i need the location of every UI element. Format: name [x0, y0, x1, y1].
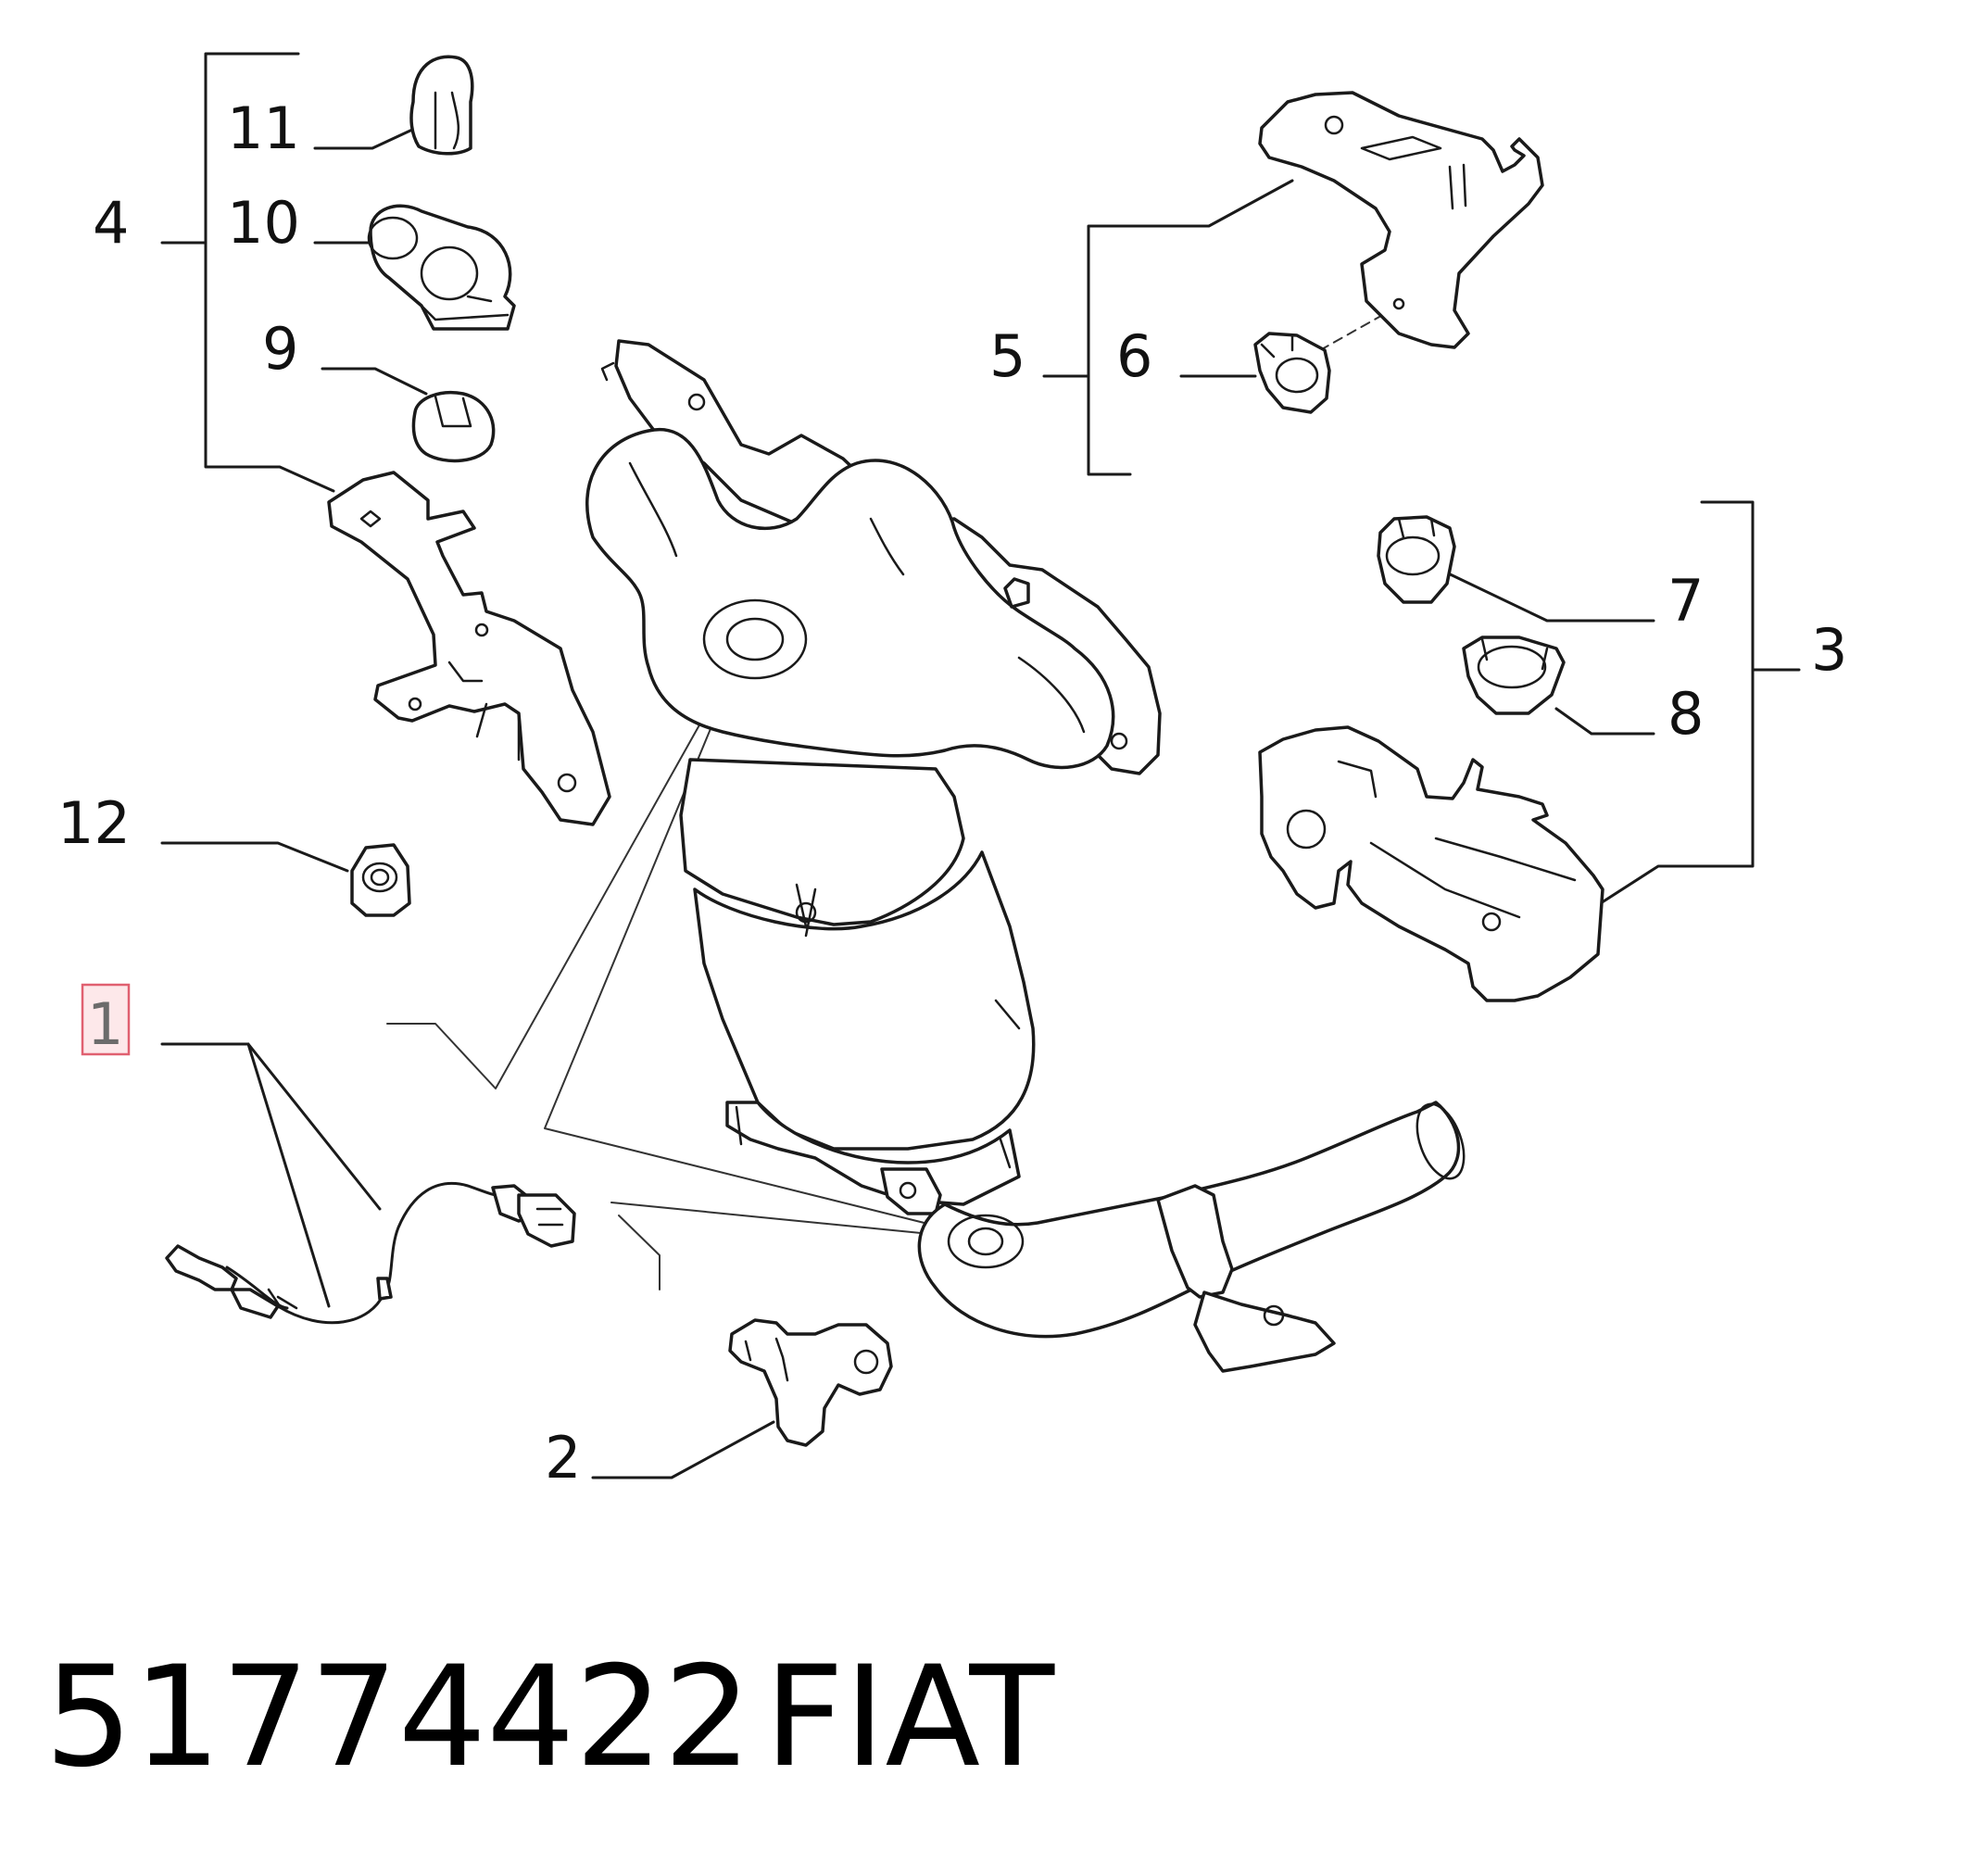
- part-9-clip: [411, 391, 496, 463]
- part-10-clamp: [367, 204, 516, 331]
- leader-1b: [246, 1042, 382, 1211]
- exhaust-manifold-catalyst: [585, 339, 1466, 1373]
- part-4-bracket: [327, 471, 611, 826]
- sensor-pointer-d: [618, 1215, 661, 1290]
- callout-3[interactable]: 3: [1811, 616, 1847, 684]
- part-1-lambda-sensor: [165, 1181, 576, 1325]
- part-2-bracket: [728, 1318, 893, 1447]
- part-5-bracket: [1258, 91, 1544, 349]
- callout-7[interactable]: 7: [1667, 567, 1704, 635]
- bracket-group-3: [1592, 500, 1755, 910]
- part-7-clip: [1377, 515, 1456, 604]
- part-number: 51774422: [44, 1637, 751, 1798]
- sensor-pointer-b: [544, 636, 992, 1240]
- callout-10[interactable]: 10: [227, 189, 300, 257]
- part-12-nut: [350, 843, 411, 917]
- callout-9[interactable]: 9: [262, 315, 298, 383]
- leader-2: [591, 1420, 775, 1479]
- leader-9: [321, 367, 428, 396]
- bracket-group-4: [204, 52, 335, 493]
- leader-7: [1439, 568, 1655, 623]
- part-6-clip: [1253, 332, 1331, 414]
- callout-2[interactable]: 2: [545, 1424, 581, 1492]
- callout-8[interactable]: 8: [1667, 680, 1704, 748]
- part-3-bracket: [1258, 725, 1604, 1002]
- leader-lines: [160, 52, 1801, 1479]
- footer: 51774422 FIAT: [44, 1637, 1055, 1798]
- part-11-cap: [409, 55, 474, 156]
- callout-4[interactable]: 4: [93, 189, 129, 257]
- leader-12: [160, 841, 349, 873]
- callout-labels: 1 2 3 4 5 6 7 8 9 10 11 12: [57, 94, 1847, 1492]
- part-8-clip: [1462, 636, 1566, 715]
- callout-12[interactable]: 12: [57, 789, 131, 857]
- callout-1[interactable]: 1: [87, 990, 123, 1058]
- bracket-group-5: [1087, 179, 1294, 476]
- highlight-box-callout-1: [81, 983, 131, 1056]
- callout-5[interactable]: 5: [989, 322, 1025, 390]
- sensor-pointer-a: [386, 636, 749, 1089]
- leader-11: [313, 128, 414, 150]
- callout-6[interactable]: 6: [1116, 322, 1152, 390]
- leader-8: [1554, 707, 1655, 736]
- callout-11[interactable]: 11: [227, 94, 300, 162]
- brand-name: FIAT: [764, 1637, 1055, 1798]
